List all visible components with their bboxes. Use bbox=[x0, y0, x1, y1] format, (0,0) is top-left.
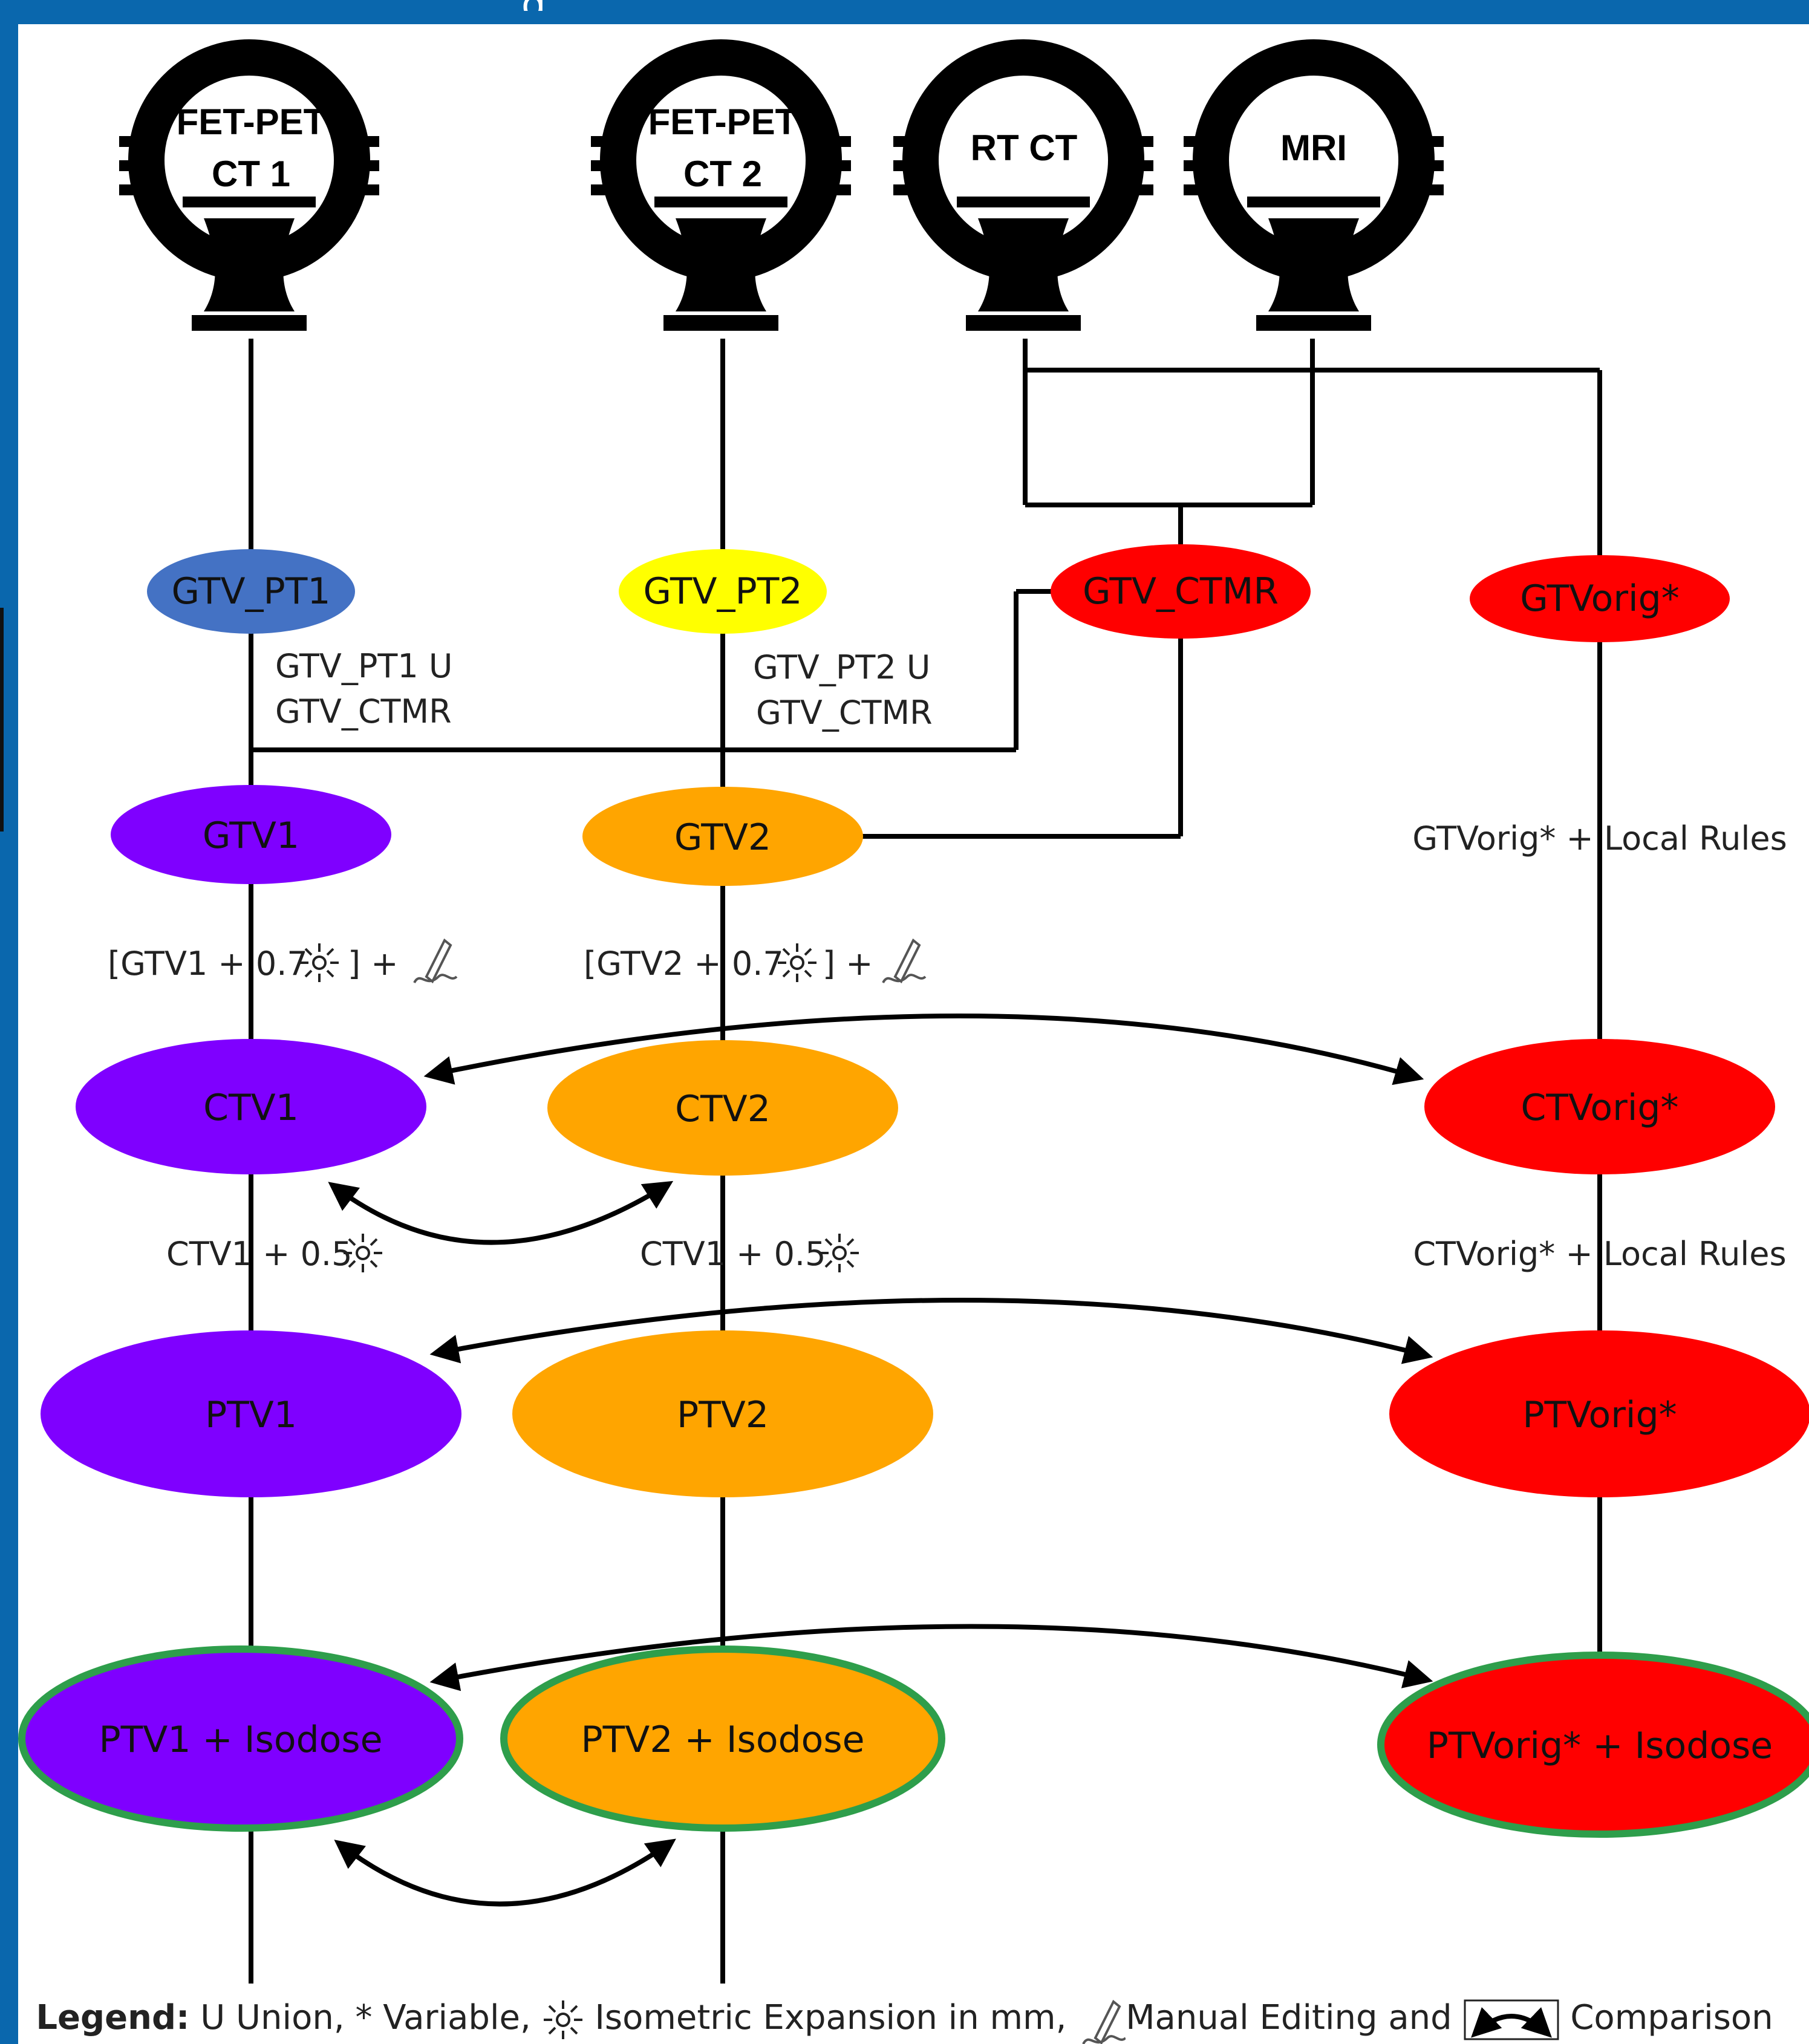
node-label: GTV_PT2 bbox=[643, 570, 802, 613]
legend-expansion: Isometric Expansion in mm, bbox=[584, 1998, 1067, 2038]
top-frame bbox=[0, 0, 1809, 24]
scanner-label-line1: MRI bbox=[1280, 128, 1347, 168]
node-gtv2: GTV2 bbox=[582, 787, 863, 886]
scanner-icon bbox=[119, 57, 379, 331]
arc-ctv1-ctvorig bbox=[423, 1014, 1424, 1085]
node-label: PTVorig* bbox=[1522, 1394, 1677, 1436]
node-label: PTV1 bbox=[205, 1394, 297, 1436]
node-ptv1: PTV1 bbox=[41, 1330, 461, 1497]
scanner-label-line2: CT 2 bbox=[683, 154, 762, 194]
arc-ptv1iso-ptv2iso bbox=[334, 1838, 676, 1907]
expand-icon bbox=[342, 1232, 383, 1274]
comparison-arc-icon bbox=[1464, 1999, 1559, 2040]
node-ptv1-isodose: PTV1 + Isodose bbox=[18, 1645, 463, 1832]
expand-icon bbox=[819, 1232, 860, 1274]
scanner-mri: MRI bbox=[1184, 57, 1444, 331]
arc-ptv1iso-ptvorigiso bbox=[429, 1624, 1433, 1691]
legend: Legend: U Union, * Variable, Isometric E… bbox=[0, 1996, 1809, 2044]
scanner-label-line1: RT CT bbox=[971, 128, 1078, 168]
label-ctvorig-rules: CTVorig* + Local Rules bbox=[1413, 1235, 1786, 1273]
node-ptvorig-isodose: PTVorig* + Isodose bbox=[1377, 1652, 1809, 1838]
node-label: PTV1 + Isodose bbox=[99, 1719, 382, 1761]
arc-ctv1-ctv2 bbox=[328, 1180, 674, 1245]
legend-heading: Legend: bbox=[36, 1998, 190, 2038]
scanner-fet-pet-ct1: FET-PET CT 1 bbox=[119, 57, 379, 331]
node-label: GTV_PT1 bbox=[171, 570, 330, 613]
node-label: GTV1 bbox=[203, 815, 299, 857]
node-label: GTV_CTMR bbox=[1083, 570, 1279, 613]
node-ptv2: PTV2 bbox=[512, 1330, 933, 1497]
scanner-rt-ct: RT CT bbox=[893, 57, 1153, 331]
label-gtv2-expand-post: ] + bbox=[823, 945, 873, 983]
slide-title-fragment: g bbox=[521, 0, 546, 11]
expand-icon bbox=[542, 1999, 584, 2040]
node-gtvorig: GTVorig* bbox=[1470, 555, 1730, 642]
label-gtv-pt1-union-1: GTV_PT1 U bbox=[275, 647, 452, 685]
label-gtv1-expand: [GTV1 + 0.7 bbox=[108, 945, 308, 983]
scanner-label-line2: CT 1 bbox=[212, 154, 290, 194]
node-label: CTV2 bbox=[675, 1088, 771, 1130]
node-label: GTV2 bbox=[674, 816, 771, 859]
legend-union-variable: U Union, * Variable, bbox=[189, 1998, 531, 2038]
label-gtv-pt1-union-2: GTV_CTMR bbox=[275, 692, 452, 731]
scanner-fet-pet-ct2: FET-PET CT 2 bbox=[591, 57, 851, 331]
node-label: PTV2 bbox=[677, 1394, 769, 1436]
expand-icon bbox=[299, 942, 340, 983]
expand-icon bbox=[777, 942, 818, 983]
node-gtv1: GTV1 bbox=[111, 785, 391, 884]
legend-comparison: Comparison bbox=[1559, 1998, 1773, 2038]
left-bracket bbox=[0, 608, 4, 832]
scanner-icon bbox=[1184, 57, 1444, 331]
node-ctv1: CTV1 bbox=[76, 1039, 426, 1174]
scanner-icon bbox=[591, 57, 851, 331]
label-gtv-pt2-union-2: GTV_CTMR bbox=[756, 694, 933, 732]
node-ptv2-isodose: PTV2 + Isodose bbox=[500, 1645, 945, 1832]
edit-icon bbox=[413, 939, 458, 984]
scanner-label-line1: FET-PET bbox=[648, 102, 798, 142]
legend-manual-editing: Manual Editing and bbox=[1126, 1998, 1452, 2038]
arc-ptv1-ptvorig bbox=[429, 1298, 1433, 1364]
node-gtv-ctmr: GTV_CTMR bbox=[1051, 544, 1311, 639]
label-gtv2-expand: [GTV2 + 0.7 bbox=[584, 945, 784, 983]
node-ptvorig: PTVorig* bbox=[1389, 1330, 1809, 1497]
node-label: CTV1 bbox=[203, 1087, 299, 1129]
edit-icon bbox=[1082, 2000, 1126, 2044]
node-ctv2: CTV2 bbox=[547, 1040, 898, 1176]
label-gtvorig-rules: GTVorig* + Local Rules bbox=[1412, 819, 1787, 858]
node-gtv-pt1: GTV_PT1 bbox=[147, 549, 355, 634]
label-ctv2-expand: CTV1 + 0.5 bbox=[640, 1235, 826, 1273]
node-label: CTVorig* bbox=[1521, 1087, 1678, 1129]
scanner-icon bbox=[893, 57, 1153, 331]
node-gtv-pt2: GTV_PT2 bbox=[619, 549, 827, 634]
label-gtv-pt2-union-1: GTV_PT2 U bbox=[753, 648, 930, 686]
node-ctvorig: CTVorig* bbox=[1424, 1039, 1775, 1174]
node-label: GTVorig* bbox=[1520, 578, 1680, 620]
edit-icon bbox=[882, 939, 927, 984]
label-ctv1-expand: CTV1 + 0.5 bbox=[166, 1235, 352, 1273]
label-gtv1-expand-post: ] + bbox=[348, 945, 398, 983]
scanner-label-line1: FET-PET bbox=[177, 102, 326, 142]
comparison-arcs bbox=[328, 1014, 1433, 1907]
node-label: PTVorig* + Isodose bbox=[1427, 1725, 1773, 1767]
node-label: PTV2 + Isodose bbox=[581, 1719, 864, 1761]
